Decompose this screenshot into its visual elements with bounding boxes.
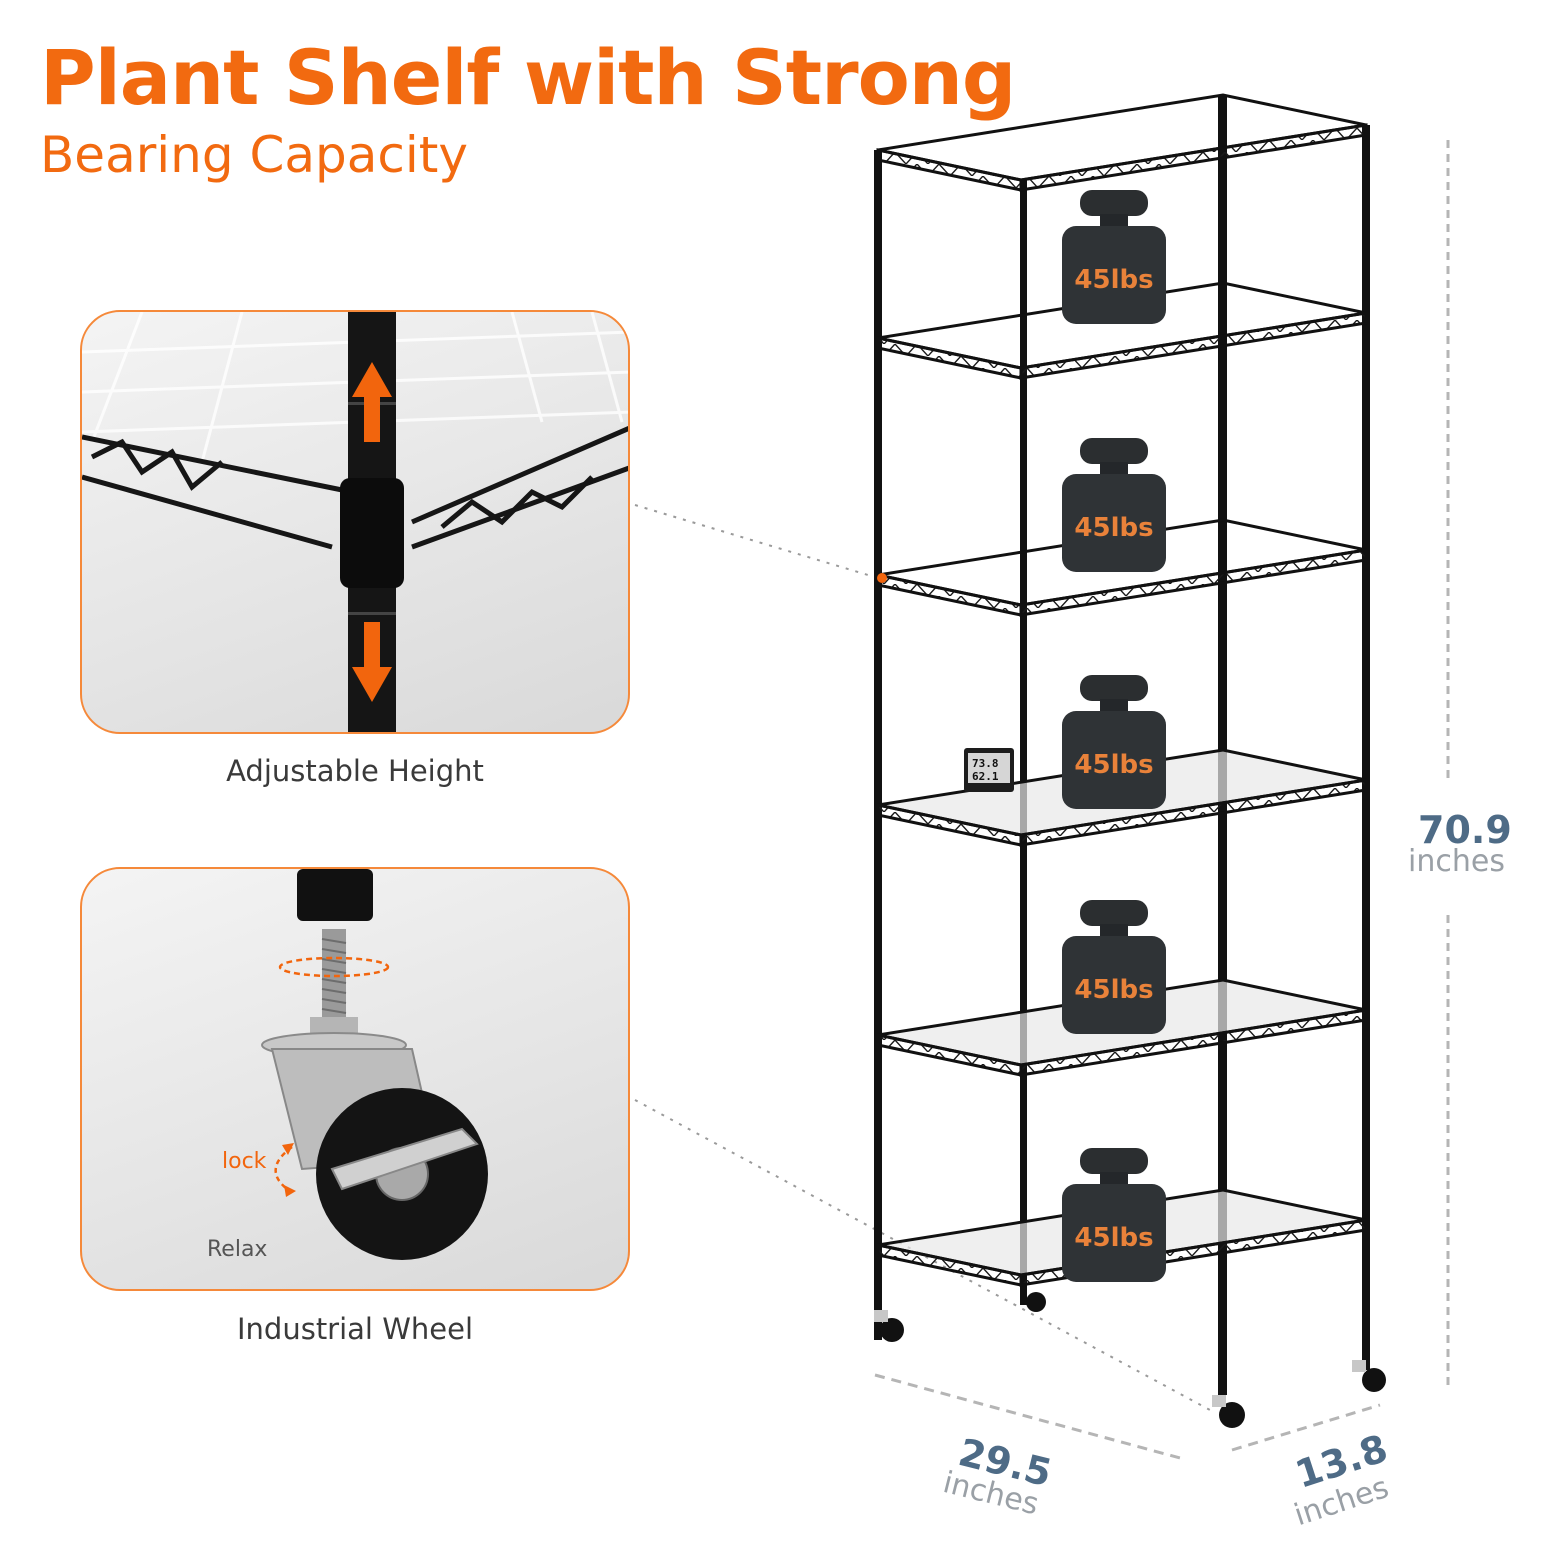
weight-label: 45lbs bbox=[1074, 513, 1153, 543]
shelf-rack-illustration: 45lbs 45lbs 45lbs 45lbs 45lbs 73.8 62.1 bbox=[874, 93, 1386, 1428]
height-value: 70.9 bbox=[1418, 808, 1512, 852]
rotate-icon bbox=[278, 956, 390, 978]
weight-45lbs: 45lbs bbox=[1062, 438, 1166, 572]
arrow-up-icon bbox=[352, 362, 392, 442]
arrow-down-icon bbox=[352, 622, 392, 702]
weight-label: 45lbs bbox=[1074, 975, 1153, 1005]
thermometer-display: 73.8 62.1 bbox=[964, 748, 1014, 792]
relax-label: Relax bbox=[207, 1237, 267, 1262]
industrial-wheel-card: lock Relax bbox=[80, 867, 630, 1291]
lock-arrow-icon bbox=[282, 1143, 294, 1155]
weight-45lbs: 45lbs bbox=[1062, 190, 1166, 324]
weight-45lbs: 45lbs bbox=[1062, 675, 1166, 809]
weight-45lbs: 45lbs bbox=[1062, 900, 1166, 1034]
weight-label: 45lbs bbox=[1074, 265, 1153, 295]
svg-text:73.8: 73.8 bbox=[972, 757, 999, 770]
page-title: Plant Shelf with Strong bbox=[40, 33, 1016, 122]
industrial-wheel-caption: Industrial Wheel bbox=[236, 1312, 474, 1346]
shelf-tier bbox=[876, 93, 1368, 192]
weight-45lbs: 45lbs bbox=[1062, 1148, 1166, 1282]
adjustable-height-illustration bbox=[82, 312, 628, 732]
adjustable-height-card bbox=[80, 310, 630, 734]
height-unit: inches bbox=[1408, 844, 1505, 879]
shelf-tier bbox=[876, 518, 1368, 617]
weight-label: 45lbs bbox=[1074, 1223, 1153, 1253]
adjustable-height-caption: Adjustable Height bbox=[226, 754, 484, 788]
relax-arrow-icon bbox=[284, 1185, 296, 1197]
svg-text:62.1: 62.1 bbox=[972, 770, 999, 783]
industrial-wheel-illustration: lock Relax bbox=[207, 869, 488, 1262]
lock-label: lock bbox=[222, 1149, 267, 1174]
weight-label: 45lbs bbox=[1074, 750, 1153, 780]
page-subtitle: Bearing Capacity bbox=[40, 126, 468, 184]
